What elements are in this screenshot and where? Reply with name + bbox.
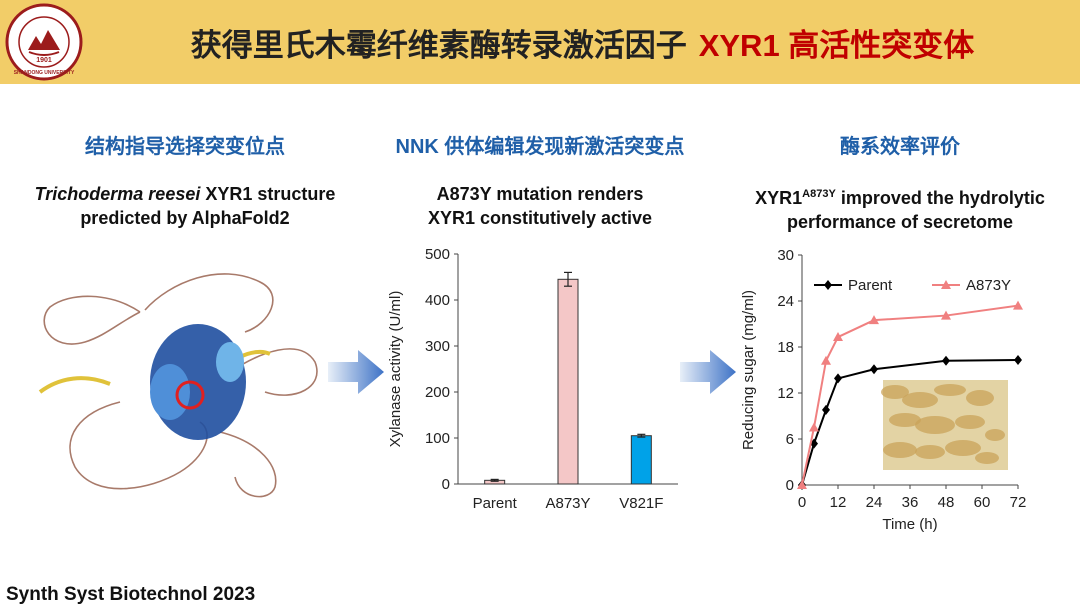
legend-marker-A873Y bbox=[941, 280, 951, 289]
logo-year: 1901 bbox=[36, 57, 52, 64]
protein-structure-image bbox=[38, 273, 318, 498]
panel1-subtitle: Trichoderma reesei XYR1 structure predic… bbox=[20, 182, 350, 230]
helix-right bbox=[239, 349, 271, 359]
legend-label-A873Y: A873Y bbox=[966, 277, 1011, 294]
x-tick-label: Parent bbox=[473, 495, 518, 512]
panel1-subtitle-line1: Trichoderma reesei XYR1 structure bbox=[20, 182, 350, 206]
structured-domain-light bbox=[150, 364, 190, 420]
logo-text: SHANDONG UNIVERSITY bbox=[14, 70, 75, 76]
panel2-subtitle-line1: A873Y mutation renders bbox=[436, 184, 644, 204]
y-tick-label: 6 bbox=[786, 431, 794, 448]
loop-right bbox=[229, 348, 318, 396]
data-point-Parent bbox=[942, 355, 950, 366]
arrow-right-icon bbox=[328, 350, 384, 394]
reducing-sugar-line-chart: 0 6 12 18 24 30 0 12 24 36 48 60 72 Parent A873Y Time (… bbox=[740, 247, 1027, 533]
y-tick-label: 12 bbox=[777, 385, 794, 402]
y-tick-label: 500 bbox=[425, 246, 450, 263]
substrate-chip bbox=[985, 429, 1005, 441]
x-tick-label: A873Y bbox=[545, 495, 590, 512]
y-tick-label: 24 bbox=[777, 293, 794, 310]
x-axis-label: Time (h) bbox=[882, 516, 937, 533]
substrate-chip bbox=[915, 416, 955, 434]
data-point-A873Y bbox=[797, 480, 807, 489]
panel3-subtitle-sup: A873Y bbox=[802, 188, 836, 200]
panel3-subtitle-base: XYR1 bbox=[755, 188, 803, 208]
panel3-subtitle-line1: XYR1A873Y improved the hydrolytic bbox=[725, 182, 1075, 210]
data-point-A873Y bbox=[821, 355, 831, 365]
panel2-subtitle-line2: XYR1 constitutively active bbox=[427, 208, 653, 228]
title-banner bbox=[0, 0, 1080, 84]
panel1-subtitle-rest: XYR1 structure bbox=[200, 184, 336, 204]
page-title-highlight: XYR1 高活性突变体 bbox=[698, 27, 975, 63]
loop-bottom-right bbox=[219, 431, 277, 498]
substrate-photo bbox=[881, 380, 1008, 470]
panel3-subtitle-rest: improved the hydrolytic bbox=[835, 188, 1045, 208]
y-tick-label: 300 bbox=[425, 338, 450, 355]
data-point-A873Y bbox=[833, 332, 843, 342]
y-tick-label: 400 bbox=[425, 292, 450, 309]
substrate-chip bbox=[915, 445, 945, 459]
x-tick-label: 48 bbox=[938, 494, 955, 511]
substrate-chip bbox=[955, 415, 985, 429]
data-point-Parent bbox=[822, 404, 830, 415]
mutation-site-circle bbox=[175, 380, 205, 410]
substrate-chip bbox=[934, 384, 966, 396]
data-point-Parent bbox=[870, 364, 878, 375]
y-axis-label: Xylanase activity (U/ml) bbox=[387, 291, 404, 448]
loop-top-left bbox=[43, 295, 141, 345]
bar-A873Y bbox=[557, 278, 579, 485]
data-point-A873Y bbox=[941, 310, 951, 320]
panel3-subtitle: XYR1A873Y improved the hydrolytic perfor… bbox=[725, 182, 1075, 234]
y-tick-label: 0 bbox=[786, 477, 794, 494]
y-tick-label: 0 bbox=[442, 476, 450, 493]
substrate-chip bbox=[945, 440, 981, 456]
y-tick-label: 100 bbox=[425, 430, 450, 447]
substrate-chip bbox=[966, 390, 994, 406]
x-tick-label: 60 bbox=[974, 494, 991, 511]
panel3-heading: 酶系效率评价 bbox=[840, 136, 960, 158]
x-tick-label: 0 bbox=[798, 494, 806, 511]
x-tick-label: V821F bbox=[619, 495, 663, 512]
structured-domain-accent bbox=[216, 342, 244, 382]
data-point-A873Y bbox=[809, 422, 819, 432]
data-point-A873Y bbox=[1013, 300, 1023, 310]
panel3-subtitle-line2: performance of secretome bbox=[786, 212, 1014, 232]
substrate-chip bbox=[902, 392, 938, 408]
shandong-university-logo-icon: 1901 SHANDONG UNIVERSITY bbox=[5, 3, 83, 81]
page-title: 获得里氏木霉纤维素酶转录激活因子 XYR1 高活性突变体 bbox=[95, 0, 1070, 84]
citation: Synth Syst Biotechnol 2023 bbox=[6, 584, 256, 605]
panel1-subtitle-line2: predicted by AlphaFold2 bbox=[80, 208, 290, 228]
bar-V821F bbox=[630, 435, 652, 485]
x-tick-label: 72 bbox=[1010, 494, 1027, 511]
x-tick-label: 24 bbox=[866, 494, 883, 511]
loop-top-right bbox=[144, 273, 274, 333]
page-title-main: 获得里氏木霉纤维素酶转录激活因子 bbox=[190, 27, 687, 63]
y-axis-label: Reducing sugar (mg/ml) bbox=[740, 290, 757, 450]
data-point-Parent bbox=[1014, 355, 1022, 366]
y-tick-label: 30 bbox=[777, 247, 794, 264]
panel1-heading: 结构指导选择突变位点 bbox=[85, 136, 285, 158]
substrate-chip bbox=[975, 452, 999, 464]
x-tick-label: 36 bbox=[902, 494, 919, 511]
substrate-chip bbox=[883, 442, 917, 458]
data-point-Parent bbox=[834, 373, 842, 384]
arrow-right-icon bbox=[680, 350, 736, 394]
y-tick-label: 200 bbox=[425, 384, 450, 401]
legend-marker-Parent bbox=[824, 280, 832, 290]
y-tick-label: 18 bbox=[777, 339, 794, 356]
loop-bottom bbox=[69, 401, 208, 490]
substrate-chip bbox=[889, 413, 921, 427]
x-tick-label: 12 bbox=[830, 494, 847, 511]
data-point-A873Y bbox=[869, 315, 879, 325]
substrate-chip bbox=[881, 385, 909, 399]
panel2-subtitle: A873Y mutation renders XYR1 constitutive… bbox=[385, 182, 695, 230]
panel1-species: Trichoderma reesei bbox=[34, 184, 201, 204]
panel2-heading: NNK 供体编辑发现新激活突变点 bbox=[395, 136, 685, 158]
legend-label-Parent: Parent bbox=[848, 277, 893, 294]
helix-left bbox=[38, 376, 111, 394]
